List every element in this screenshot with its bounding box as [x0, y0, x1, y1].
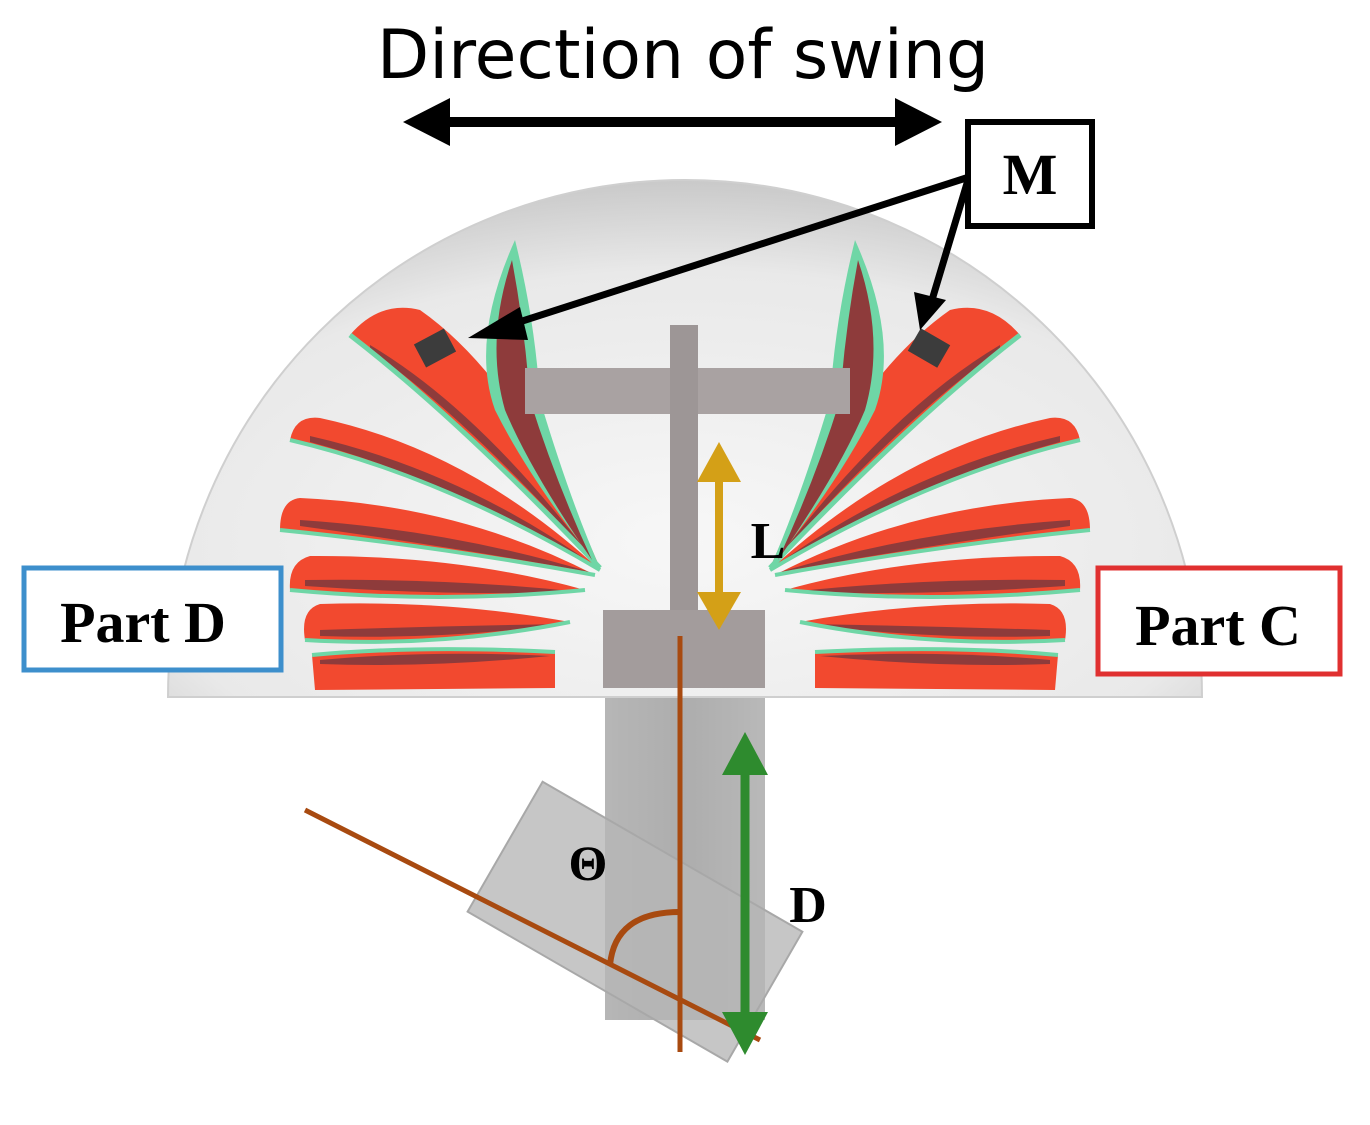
depth-arrow — [722, 732, 768, 1055]
fin-right-1 — [814, 647, 1059, 690]
fin-left-5 — [289, 417, 602, 572]
length-label: L — [751, 513, 786, 570]
fin-left-2 — [304, 603, 571, 644]
length-arrow — [697, 442, 741, 630]
fin-right-6 — [768, 307, 1022, 570]
magnet-label-box — [965, 119, 1095, 229]
angle-lines — [303, 636, 762, 1052]
angle-label: Θ — [569, 835, 608, 891]
fin-right-2 — [799, 603, 1066, 644]
magnet-left — [413, 328, 457, 368]
fin-left-4 — [279, 498, 596, 577]
magnet-right — [907, 328, 951, 368]
magnet-pointer-arrows — [468, 174, 972, 340]
diagram-title: Direction of swing — [377, 16, 989, 95]
magnet-label: M — [1003, 142, 1058, 207]
fin-right-5 — [768, 417, 1081, 572]
swing-direction-arrow — [403, 98, 942, 146]
fin-right-3 — [784, 555, 1081, 599]
fin-left-6 — [348, 307, 602, 570]
part-left-box — [21, 565, 284, 673]
depth-label: D — [789, 877, 827, 934]
frame-post — [670, 325, 698, 615]
part-left-label: Part D — [60, 590, 226, 655]
fin-right-7 — [770, 240, 884, 568]
fin-left-3 — [289, 555, 586, 599]
part-right-box — [1095, 565, 1343, 677]
frame-base — [603, 610, 765, 688]
fin-right-4 — [774, 498, 1091, 577]
fin-left-1 — [311, 647, 556, 690]
part-right-label: Part C — [1135, 593, 1301, 658]
fin-stack-right — [768, 240, 1091, 690]
